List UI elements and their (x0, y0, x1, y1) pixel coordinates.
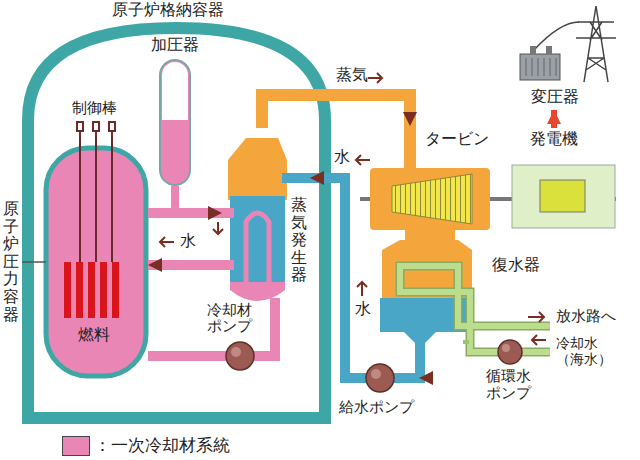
flow-arrow (532, 335, 546, 345)
fuel-rod (76, 262, 83, 318)
pipe-connector (419, 340, 420, 378)
pressurizer-steam (162, 62, 188, 120)
node-label: 復水器 (492, 256, 540, 274)
control-rod (95, 130, 97, 262)
cooling-fins (526, 58, 556, 76)
pipe-connector (423, 232, 437, 240)
legend-swatch (62, 436, 90, 456)
flow-arrow (356, 155, 370, 165)
pipe-stub (282, 173, 312, 183)
fuel-rod (100, 262, 107, 318)
control-rod (111, 130, 113, 262)
pump-highlight (371, 369, 381, 379)
bushing (546, 46, 552, 54)
pipe-connector (265, 298, 275, 356)
flow-label: 放水路へ (556, 308, 616, 325)
leader-line (22, 261, 46, 263)
turbine-casing (370, 168, 490, 230)
transformer-symbol (520, 46, 560, 80)
generator-housing (512, 165, 615, 228)
pipe-connector (148, 260, 222, 270)
cooling-tube (400, 266, 550, 352)
pressurizer-box: 加圧器 (150, 36, 202, 186)
node-label: 加圧器 (150, 36, 200, 54)
node-label: 原子炉格納容器 (0, 1, 335, 19)
pump-symbol (498, 340, 522, 364)
bushing (530, 46, 536, 54)
transformer-box: 変圧器 (500, 0, 612, 110)
pipe-label: 蒸気 (336, 66, 368, 84)
fuel-rod (64, 262, 71, 318)
coolant-pump-box: 冷却材 ポンプ (205, 302, 265, 378)
node-label: 冷却材 ポンプ (207, 303, 255, 335)
pump-highlight (502, 344, 510, 352)
fuel-rod (88, 262, 95, 318)
pipe-connector (463, 340, 469, 344)
feed-pump-box: 給水ポンプ (335, 362, 419, 422)
flow-arrow (357, 282, 367, 296)
sg-shell (230, 196, 285, 288)
pipe-label: 水 (180, 232, 196, 250)
legend-text: ：一次冷却材系統 (94, 434, 230, 457)
pipe-connector (551, 110, 557, 128)
control-rod (79, 130, 81, 262)
node-label: タービン (425, 130, 489, 148)
node-label: 原子炉圧力容器 (3, 200, 19, 323)
control-rod-head (109, 122, 115, 131)
condenser-box: 復水器 (375, 240, 550, 340)
pipe-label: 水 (334, 148, 350, 166)
control-rods (77, 122, 115, 262)
part-label: 制御棒 (72, 100, 117, 117)
flow-arrow (160, 237, 174, 247)
circulating-pump-box: 循環水 ポンプ (462, 344, 552, 420)
control-rod-head (77, 122, 83, 131)
node-label: 蒸気発生器 (291, 196, 307, 284)
transformer-body (520, 54, 560, 80)
pressurizer-outline (160, 60, 190, 185)
pipe-stub (404, 120, 416, 170)
generator-core (540, 180, 585, 212)
pipe-connector (505, 197, 510, 201)
turbine-box: タービン (365, 126, 505, 232)
turbine-rotor (392, 174, 472, 224)
power-line (534, 22, 579, 50)
steam-generator-box: 蒸気発生器 (222, 128, 310, 298)
cooling-tube-outline (400, 266, 550, 352)
flow-arrow (213, 222, 223, 234)
containment-outline (28, 28, 325, 418)
pressure-vessel-box: 原子炉圧力容器 (2, 148, 148, 378)
node-label: 発電機 (530, 130, 578, 148)
pipe-connector (310, 178, 345, 362)
node-label: 循環水 ポンプ (486, 368, 534, 401)
u-tube (246, 213, 269, 288)
node-label: 変圧器 (500, 88, 610, 106)
flow-arrow (368, 73, 382, 83)
fuel-rod (112, 262, 119, 318)
fuel-rods (64, 262, 119, 318)
control-rod-head (93, 122, 99, 131)
node-label: 給水ポンプ (335, 399, 417, 416)
pump-highlight (231, 347, 241, 357)
flow-label: 水 (355, 300, 371, 318)
steam-dome (228, 138, 287, 200)
flow-arrow (528, 312, 544, 322)
flow-label: 冷却水 （海水） (556, 335, 615, 367)
containment-vessel: 原子炉格納容器原子炉圧力容器 加圧器蒸気発生器冷却材 ポンプ (0, 0, 337, 426)
pipe-connector (148, 351, 205, 361)
pipe-connector (262, 95, 410, 128)
legend-entry: ：一次冷却材系統 (62, 434, 230, 457)
tower-lattice (576, 6, 616, 82)
pump-symbol (366, 364, 394, 392)
pipe-connector (148, 208, 222, 218)
part-label: 燃料 (78, 326, 110, 344)
pump-symbol (226, 342, 254, 370)
generator-box: 発電機 (510, 128, 620, 232)
pressurizer-water (160, 60, 190, 185)
